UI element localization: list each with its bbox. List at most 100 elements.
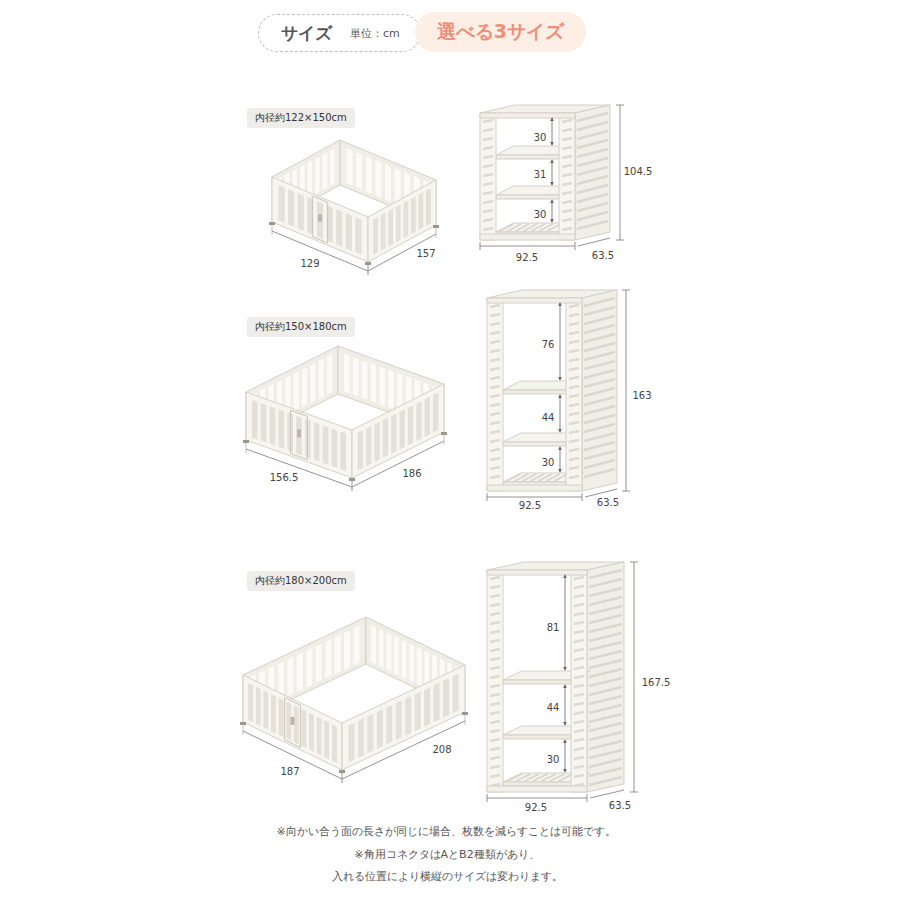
side-slat-gap (589, 723, 622, 731)
bottom-rail (487, 485, 582, 491)
fence-gap (263, 691, 268, 730)
side-slat-gap (584, 469, 615, 477)
fence-gap (330, 148, 335, 186)
fence-gap (346, 213, 352, 251)
ladder-gap (569, 458, 579, 460)
dimension-label: 167.5 (640, 677, 673, 689)
fence-gap (371, 625, 376, 664)
foot (462, 712, 468, 715)
bottom-rail (480, 234, 575, 240)
ladder-gap (490, 712, 500, 714)
door-frame (312, 196, 327, 243)
side-slat-gap (584, 352, 615, 360)
fence-gap (298, 193, 304, 231)
fence-gap (323, 425, 329, 464)
side-slat-gap (584, 388, 615, 396)
ladder-gap (490, 377, 500, 379)
extension-line (352, 481, 353, 491)
height-tick (630, 792, 638, 793)
fence-gap (381, 213, 386, 251)
side-slat-gap (589, 660, 622, 668)
fence-gap (388, 370, 394, 409)
side-slat-gap (589, 615, 622, 623)
box-text: 選べる3サイズ (437, 19, 564, 45)
ladder-gap (569, 314, 579, 316)
height-tick (616, 105, 624, 106)
fence-gap (386, 633, 391, 672)
ladder-gap (490, 314, 500, 316)
fence-gap (367, 714, 373, 754)
ladder-gap (490, 458, 500, 460)
side-slat-gap (589, 597, 622, 605)
fence-gap (403, 201, 408, 239)
side-slat-gap (584, 298, 615, 306)
ladder-gap (574, 775, 584, 777)
door-frame (291, 410, 308, 459)
note-text: 入れる位置により横縦のサイズは変わります。 (330, 870, 565, 883)
dimension-label: 92.5 (514, 252, 540, 264)
door-latch (297, 429, 301, 437)
foot (349, 478, 355, 481)
side-slat-gap (584, 379, 615, 387)
fence-gap (354, 626, 360, 666)
side-slat-gap (584, 325, 615, 333)
shelf-figure (487, 290, 630, 501)
dimension-label: 63.5 (590, 250, 616, 262)
fence-panel (246, 392, 352, 478)
ladder-gap (490, 748, 500, 750)
side-slat-gap (589, 696, 622, 704)
ladder-gap (490, 332, 500, 334)
inner-dimension-arrow (560, 447, 561, 472)
shelf-board (496, 195, 559, 199)
extension-line (342, 773, 343, 783)
fence-gap (301, 709, 306, 748)
ladder-gap (483, 165, 493, 167)
ladder-gap (490, 775, 500, 777)
ladder-gap (490, 703, 500, 705)
ladder-gap (490, 440, 500, 442)
ladder-gap (490, 341, 500, 343)
fence-gap (434, 683, 440, 723)
ladder-gap (569, 413, 579, 415)
ladder-gap (490, 413, 500, 415)
size-tag: 内径約180×200cm (247, 571, 355, 591)
fence-gap (271, 694, 276, 733)
foot (240, 722, 246, 725)
ladder-gap (490, 766, 500, 768)
width-tick (587, 794, 588, 802)
side-slat-gap (577, 122, 608, 130)
fence-gap (386, 705, 392, 745)
ladder-gap (574, 622, 584, 624)
fence-gap (325, 639, 331, 679)
ladder-gap (569, 404, 579, 406)
ladder-gap (569, 341, 579, 343)
ladder-gap (569, 323, 579, 325)
fence-gap (443, 678, 449, 718)
depth-line (585, 489, 617, 497)
fence-gap (383, 418, 388, 458)
ladder-gap (569, 386, 579, 388)
fence-gap (358, 718, 364, 758)
ladder-gap (574, 658, 584, 660)
note-text: ※向かい合う面の長さが同じに場合、枚数を減らすことは可能です。 (274, 825, 617, 838)
extension-line (465, 715, 466, 725)
fence-gap (270, 406, 276, 445)
inner-dimension-arrow (552, 118, 553, 145)
ladder-gap (574, 721, 584, 723)
box-text: 単位：cm (350, 26, 400, 41)
dimension-label: 63.5 (607, 800, 633, 812)
ladder-gap (569, 422, 579, 424)
fence-gap (409, 644, 414, 683)
fence-gap (396, 700, 402, 740)
box-text: 内径約150×180cm (255, 320, 347, 334)
ladder-gap (490, 449, 500, 451)
ladder-gap (483, 120, 493, 122)
fence-gap (415, 692, 421, 732)
side-slat-gap (589, 759, 622, 767)
ladder-gap (574, 712, 584, 714)
ladder-gap (483, 210, 493, 212)
note-text: ※角用コネクタはAとB2種類があり、 (352, 848, 541, 861)
ladder-gap (562, 192, 572, 194)
